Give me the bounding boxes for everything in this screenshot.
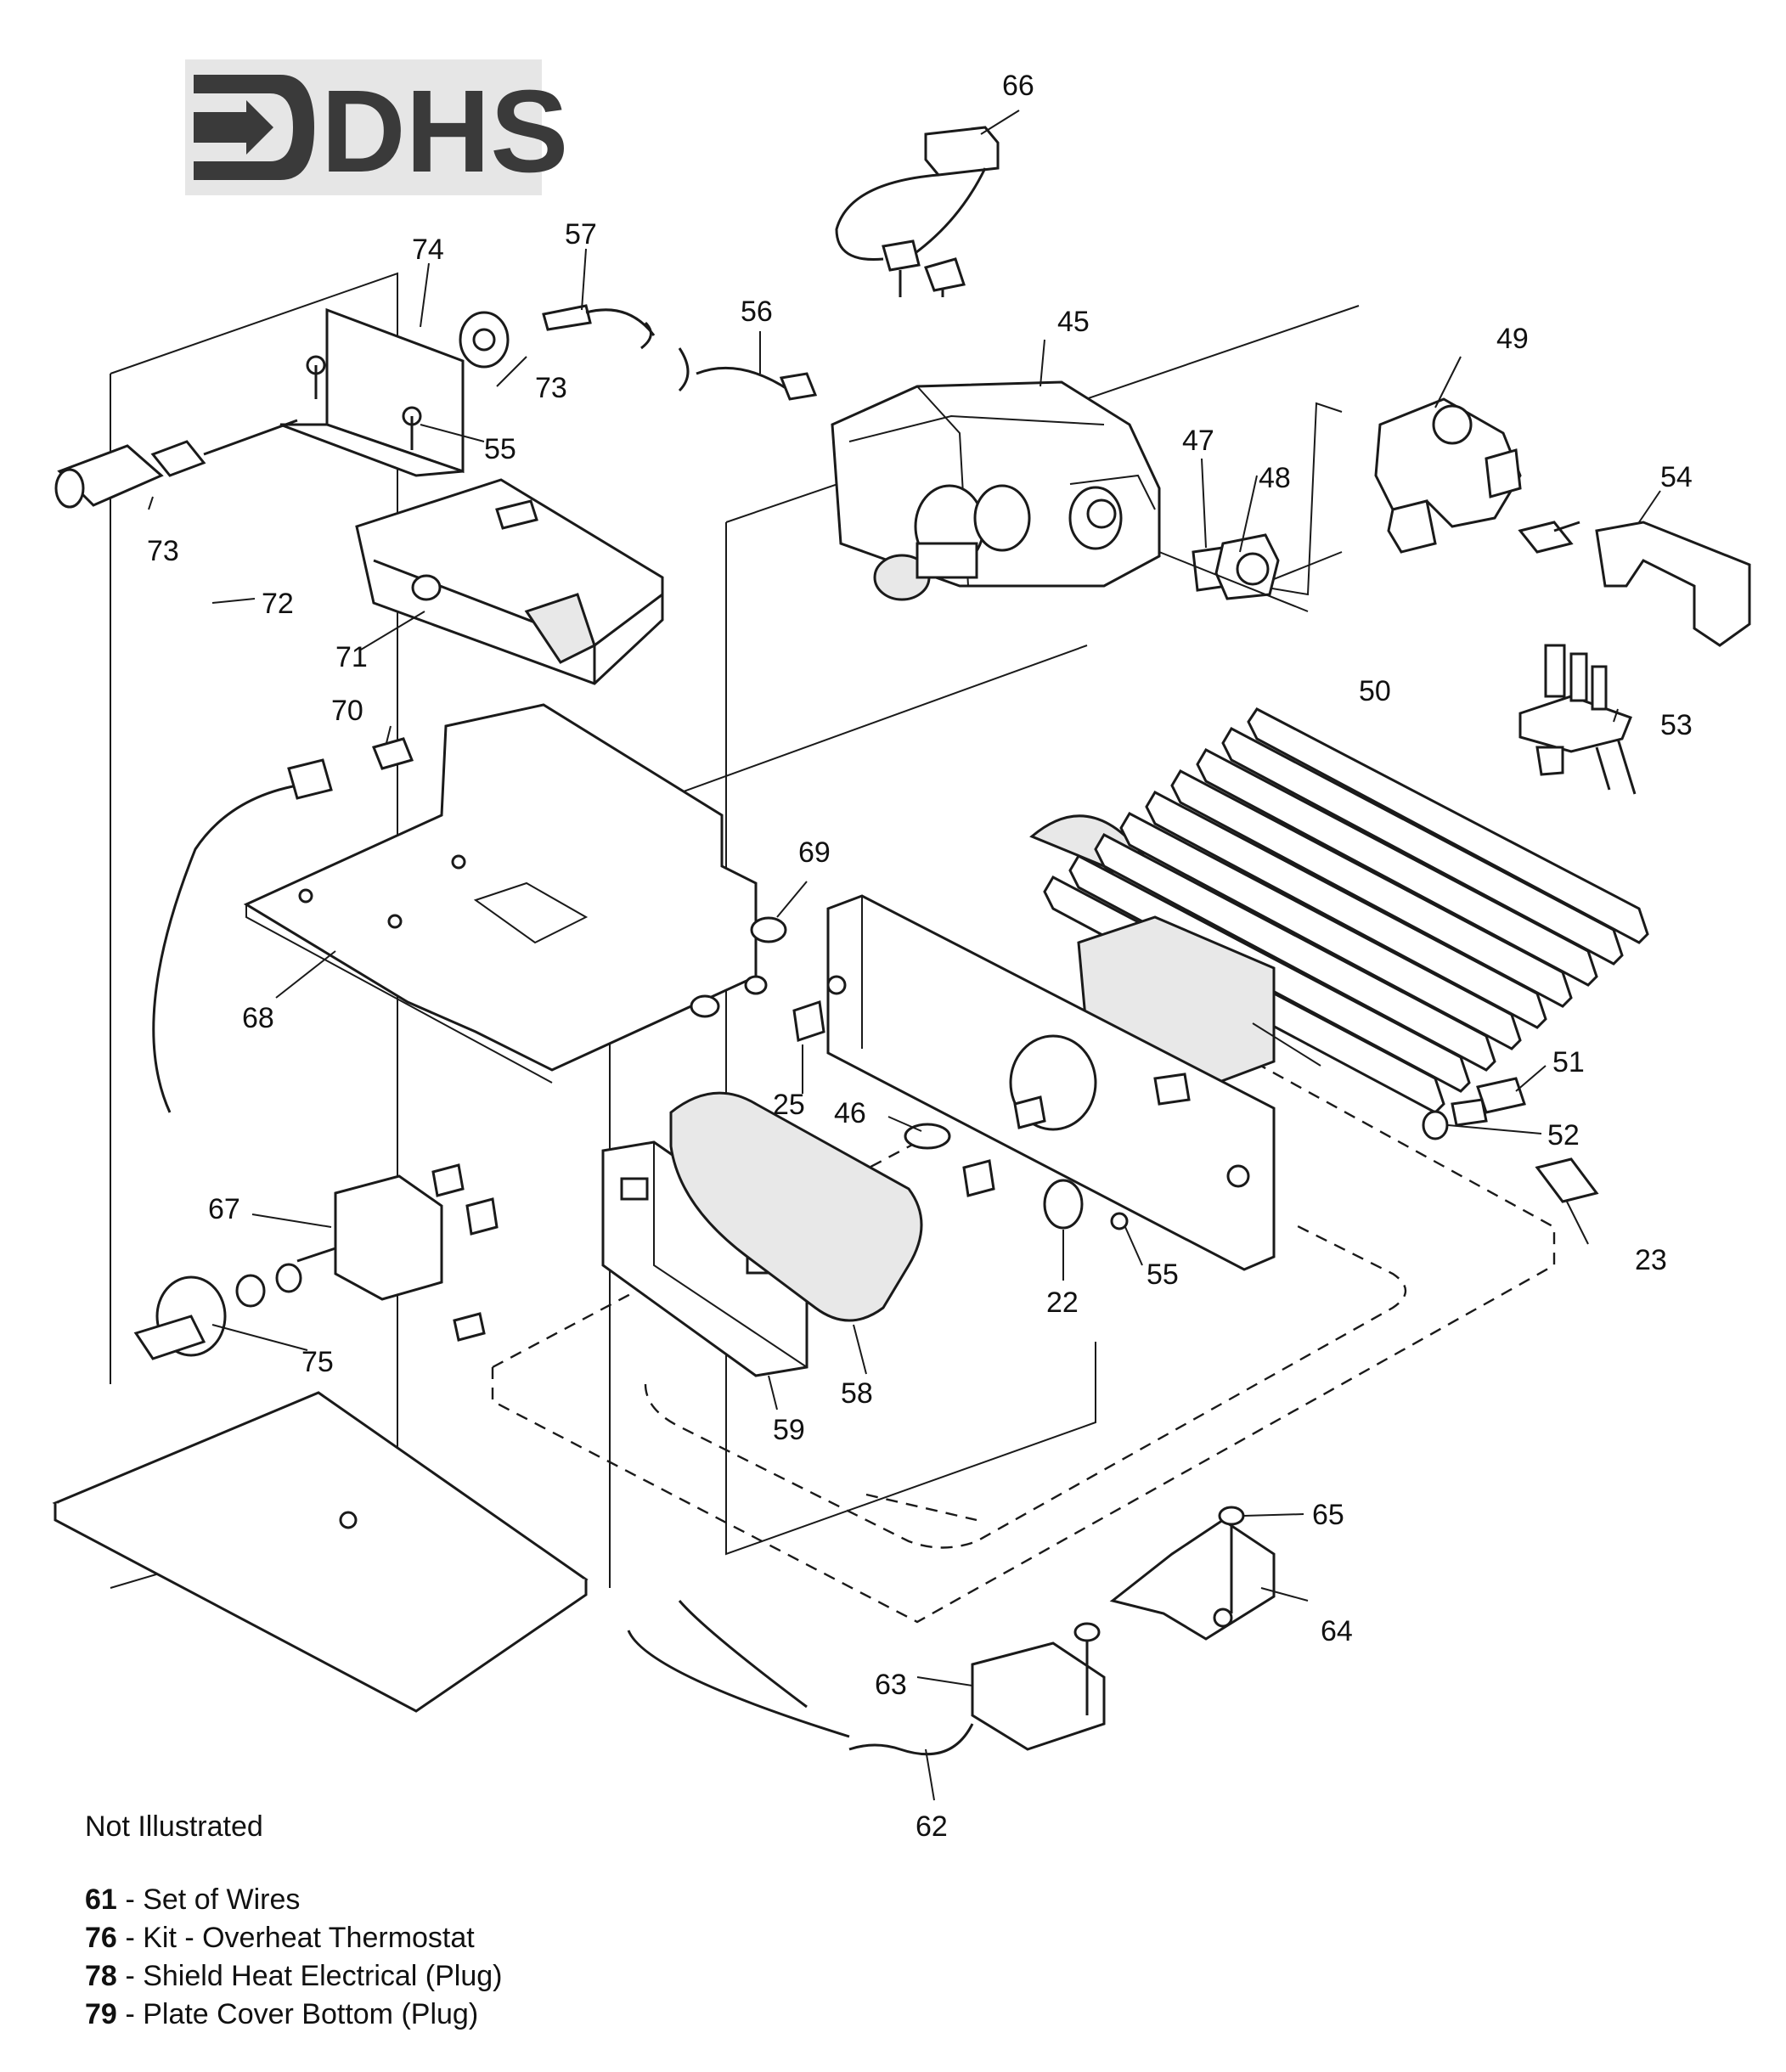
notes-item-text: - Shield Heat Electrical (Plug) xyxy=(117,1960,503,1992)
part-66-connector-harness xyxy=(835,126,1000,297)
notes-item-text: - Kit - Overheat Thermostat xyxy=(117,1922,475,1954)
callout-75: 75 xyxy=(301,1346,334,1378)
notes-item-79: 79 - Plate Cover Bottom (Plug) xyxy=(85,1998,478,2030)
part-74-bracket xyxy=(279,307,465,477)
callout-22: 22 xyxy=(1046,1287,1079,1319)
part-23-gasket xyxy=(1535,1157,1599,1203)
callout-53: 53 xyxy=(1660,709,1693,741)
callout-25: 25 xyxy=(773,1089,805,1121)
callout-63: 63 xyxy=(875,1669,907,1701)
part-50-burner xyxy=(1029,707,1649,1114)
logo-text: DHS xyxy=(321,66,568,197)
callout-67: 67 xyxy=(208,1193,240,1225)
callout-68: 68 xyxy=(242,1002,274,1034)
part-68-base-plate xyxy=(243,703,758,1084)
callout-48: 48 xyxy=(1259,462,1291,494)
callout-54: 54 xyxy=(1660,461,1693,493)
part-64-bracket xyxy=(1109,1518,1276,1641)
part-53-pilot-assembly xyxy=(1518,644,1637,795)
part-67-control xyxy=(152,758,499,1342)
part-69-screws xyxy=(690,916,787,1018)
callout-47: 47 xyxy=(1182,425,1214,457)
notes-item-number: 61 xyxy=(85,1883,117,1916)
callout-51: 51 xyxy=(1552,1046,1585,1078)
callout-71: 71 xyxy=(335,641,368,673)
callout-62: 62 xyxy=(916,1810,948,1843)
notes-item-number: 76 xyxy=(85,1922,117,1954)
callout-55-lower: 55 xyxy=(1147,1258,1179,1291)
notes-item-text: - Set of Wires xyxy=(117,1883,300,1916)
part-62-cable xyxy=(627,1600,974,1756)
part-57-cable xyxy=(542,304,656,350)
part-22-cap xyxy=(1043,1179,1084,1230)
part-75-knob xyxy=(133,1263,302,1360)
notes-item-number: 79 xyxy=(85,1998,117,2030)
callout-49: 49 xyxy=(1496,323,1529,355)
callout-72: 72 xyxy=(262,588,294,620)
callout-65: 65 xyxy=(1312,1499,1344,1531)
callout-23: 23 xyxy=(1635,1244,1667,1276)
notes-item-76: 76 - Kit - Overheat Thermostat xyxy=(85,1922,475,1954)
callout-labels: 66 74 57 56 45 49 73 73 55 47 48 54 72 7… xyxy=(147,70,1693,1843)
callout-57: 57 xyxy=(565,218,597,251)
callout-50: 50 xyxy=(1359,675,1391,707)
callout-59: 59 xyxy=(773,1414,805,1446)
part-59-panel xyxy=(601,1140,808,1377)
part-73-thermocouple xyxy=(54,419,298,509)
callout-73-thermocouple: 73 xyxy=(147,535,179,567)
notes-title: Not Illustrated xyxy=(85,1810,263,1843)
callout-70: 70 xyxy=(331,695,363,727)
part-25-clip xyxy=(792,1000,825,1042)
notes-item-61: 61 - Set of Wires xyxy=(85,1883,300,1916)
callout-55-upper: 55 xyxy=(484,433,516,465)
logo-mark xyxy=(194,75,314,180)
leader-lines xyxy=(148,110,1661,1801)
callout-56: 56 xyxy=(741,296,773,328)
part-51-fitting xyxy=(1451,1077,1526,1127)
callout-58: 58 xyxy=(841,1377,873,1410)
part-58-mesh xyxy=(669,1091,923,1322)
part-47-48-fittings xyxy=(1158,533,1309,612)
part-63-connector xyxy=(971,1622,1106,1751)
bottom-cover-panel xyxy=(52,1391,589,1713)
bottom-tray-outline xyxy=(491,992,1556,1624)
callout-46: 46 xyxy=(834,1097,866,1129)
callout-69: 69 xyxy=(798,836,831,869)
part-71-housing xyxy=(355,478,664,685)
part-56-cable xyxy=(678,347,818,401)
part-54-bracket xyxy=(1518,521,1751,647)
part-65-screw xyxy=(1218,1506,1245,1613)
part-49-elbow xyxy=(1374,397,1522,554)
notes-item-78: 78 - Shield Heat Electrical (Plug) xyxy=(85,1960,503,1992)
not-illustrated-notes: Not Illustrated 61 - Set of Wires 76 - K… xyxy=(85,1810,503,2030)
part-55-screw xyxy=(1110,1212,1129,1230)
part-46-oring xyxy=(904,1123,951,1150)
logo-arrow xyxy=(194,100,273,155)
callout-45: 45 xyxy=(1057,306,1090,338)
part-45-gas-valve xyxy=(831,380,1161,601)
part-52-washer xyxy=(1422,1110,1449,1140)
callout-52: 52 xyxy=(1547,1119,1580,1151)
part-73-nut xyxy=(459,311,510,369)
notes-item-number: 78 xyxy=(85,1960,117,1992)
callout-73-nut: 73 xyxy=(535,372,567,404)
part-ignitor xyxy=(962,1095,1046,1197)
dhs-logo: DHS xyxy=(185,59,568,197)
callout-74: 74 xyxy=(412,234,444,266)
callout-66: 66 xyxy=(1002,70,1034,102)
part-70-clip xyxy=(371,737,414,770)
notes-item-text: - Plate Cover Bottom (Plug) xyxy=(117,1998,478,2030)
callout-64: 64 xyxy=(1321,1615,1353,1647)
